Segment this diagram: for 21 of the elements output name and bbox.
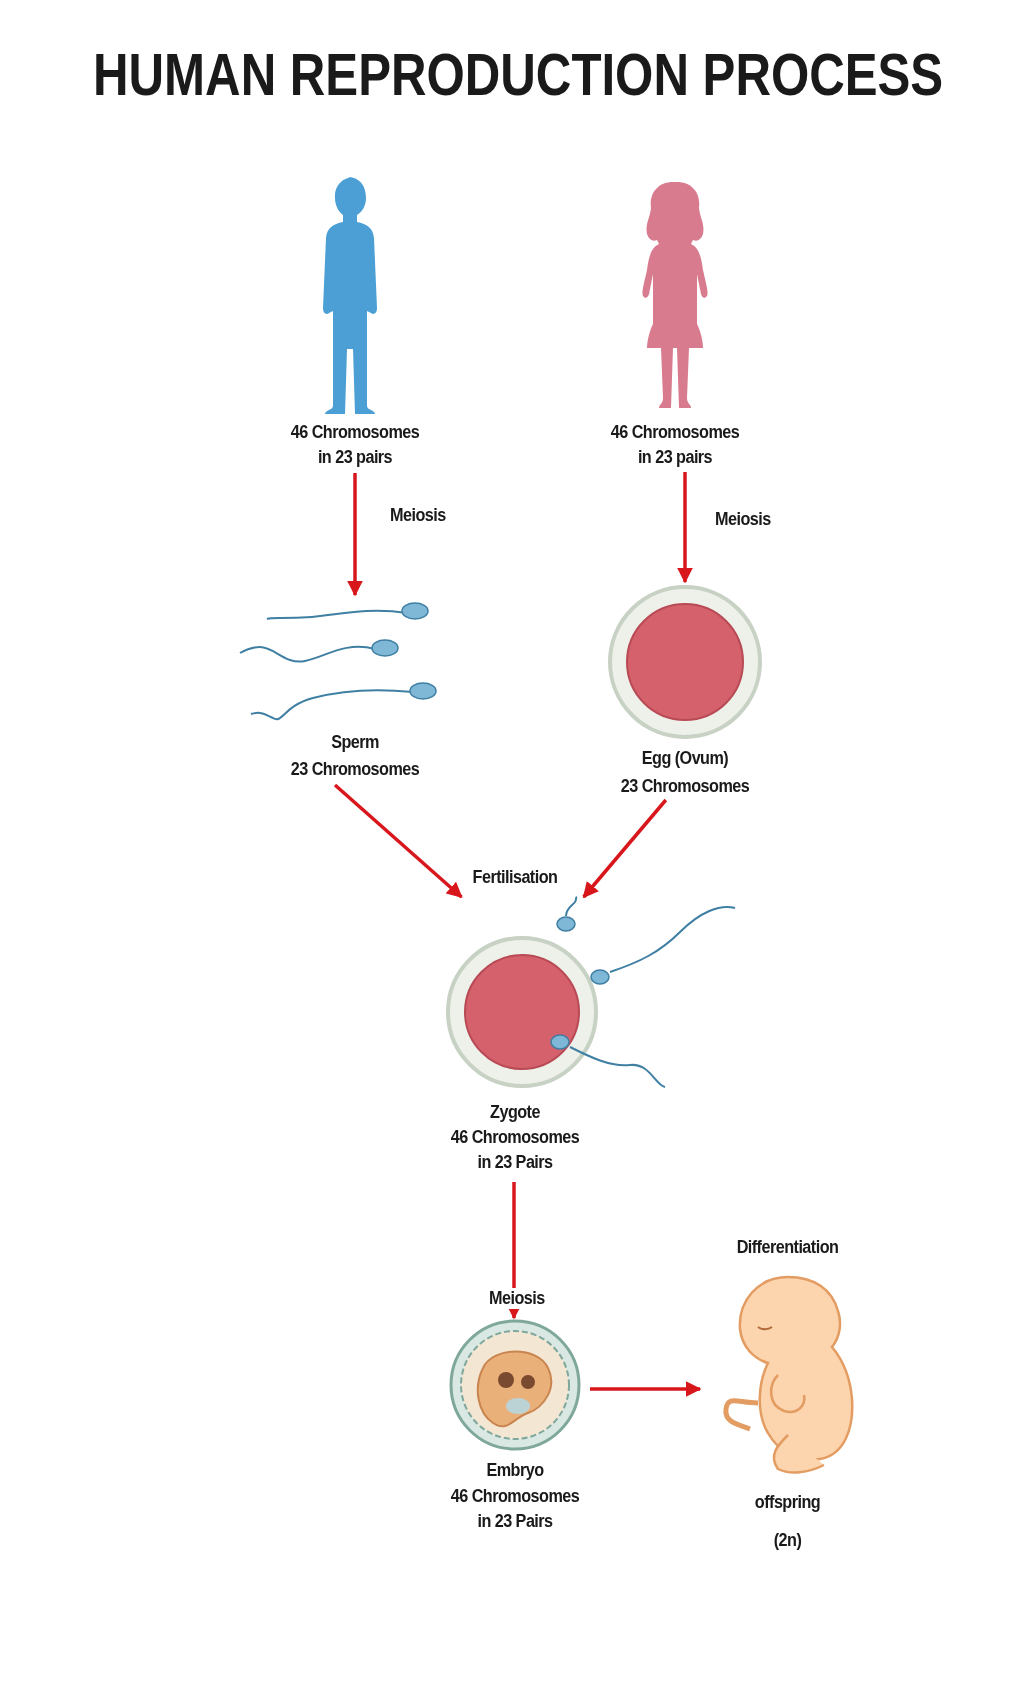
node-label: Egg (Ovum) — [640, 747, 730, 770]
arrow — [590, 1381, 702, 1397]
node-label: Embryo — [485, 1459, 545, 1482]
node-label: offspring — [753, 1491, 822, 1514]
node-label: Zygote — [489, 1101, 541, 1124]
node-label: 46 Chromosomes in 23 pairs — [609, 421, 741, 469]
node-sublabel: 23 Chromosomes — [289, 758, 421, 781]
title: HUMAN REPRODUCTION PROCESS — [93, 40, 941, 109]
stage-caption: Differentiation — [735, 1236, 840, 1259]
stage-caption: Fertilisation — [471, 866, 559, 889]
edge-label: Meiosis — [487, 1288, 547, 1309]
node-sublabel: 46 Chromosomes in 23 Pairs — [449, 1126, 581, 1174]
node-sublabel: 46 Chromosomes in 23 Pairs — [449, 1485, 581, 1533]
arrow — [582, 798, 668, 899]
arrow — [347, 473, 363, 597]
node-sublabel: 23 Chromosomes — [619, 775, 751, 798]
node-sublabel: (2n) — [772, 1529, 803, 1552]
arrow — [333, 783, 463, 899]
node-label: 46 Chromosomes in 23 pairs — [289, 421, 421, 469]
arrow — [677, 472, 693, 584]
node-label: Sperm — [330, 731, 380, 754]
